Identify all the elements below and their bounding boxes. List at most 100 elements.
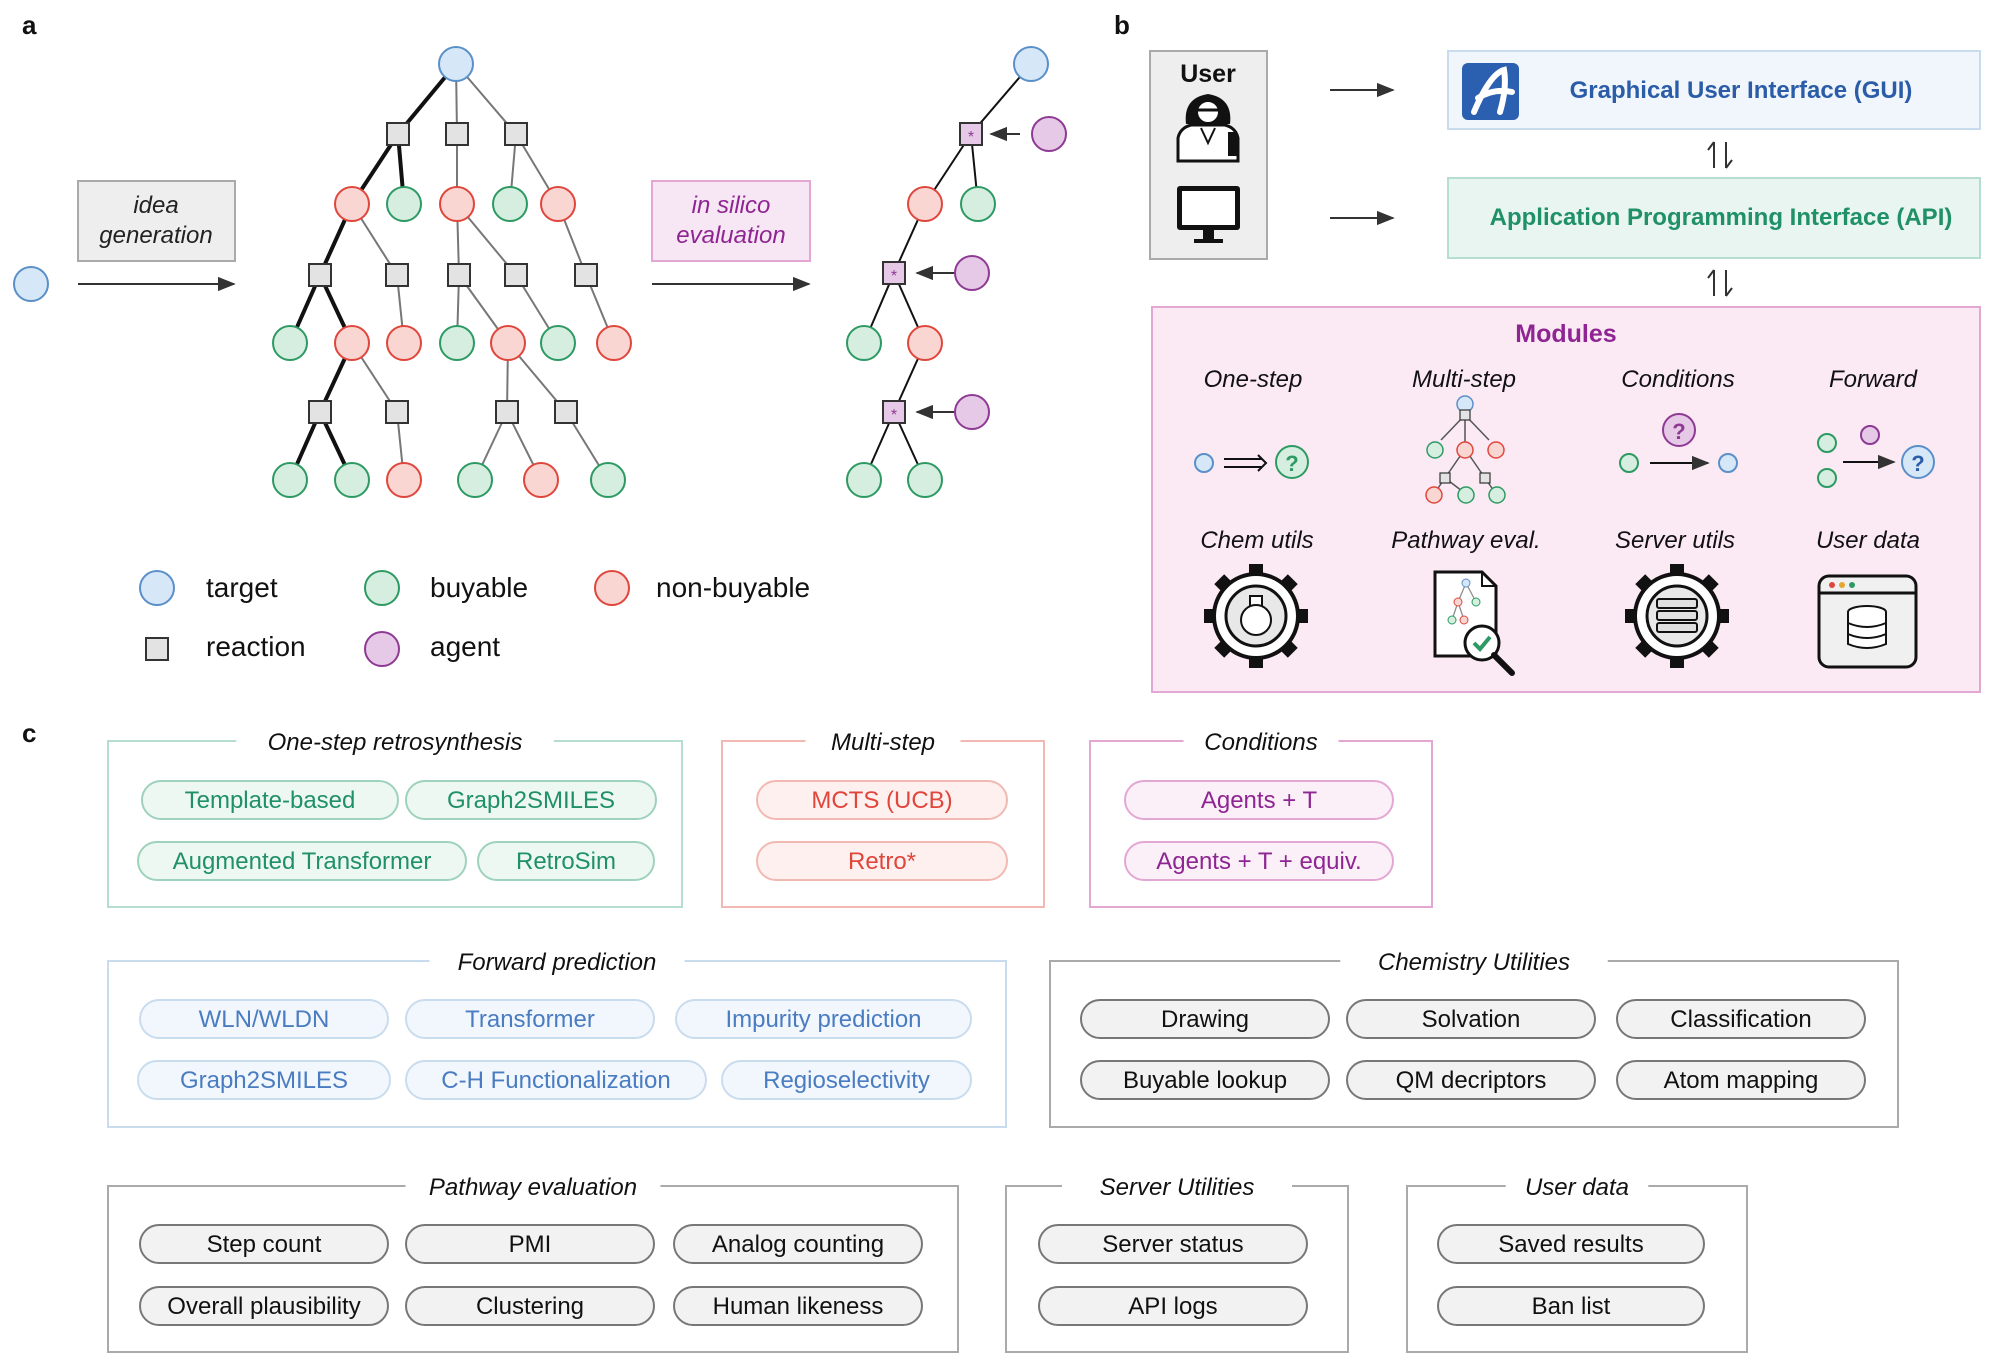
non-buyable-node xyxy=(386,462,422,498)
tool-pill: Saved results xyxy=(1437,1224,1705,1264)
reaction-node xyxy=(959,122,983,146)
reaction-node xyxy=(504,122,528,146)
tool-pill: Agents + T + equiv. xyxy=(1124,841,1394,881)
modules-title: Modules xyxy=(1515,320,1616,348)
svg-text:?: ? xyxy=(1285,451,1298,476)
tool-pill: Template-based xyxy=(141,780,399,820)
gui-label: Graphical User Interface (GUI) xyxy=(1570,77,1913,104)
reaction-node xyxy=(386,122,410,146)
reaction-node xyxy=(385,263,409,287)
tool-pill-shape xyxy=(756,780,1008,820)
module-pathway-eval-label: Pathway eval. xyxy=(1391,527,1540,554)
group-title: Server Utilities xyxy=(1100,1174,1255,1201)
tool-pill-label: Graph2SMILES xyxy=(447,787,615,814)
non-buyable-node xyxy=(907,186,943,222)
panel-b-label: b xyxy=(1114,10,1130,40)
forward-icon: ? xyxy=(1817,425,1935,488)
tool-pill: Augmented Transformer xyxy=(137,841,467,881)
tool-pill-shape xyxy=(1038,1224,1308,1264)
tool-pill: Overall plausibility xyxy=(139,1286,389,1326)
group-title-gap xyxy=(1340,945,1608,975)
input-target-node xyxy=(13,266,49,302)
tool-pill-label: Server status xyxy=(1102,1231,1243,1258)
group-title-gap xyxy=(405,1170,661,1200)
tool-pill-shape xyxy=(1346,999,1596,1039)
buyable-node xyxy=(272,325,308,361)
agent-marker: * xyxy=(891,407,897,424)
non-buyable-node xyxy=(540,186,576,222)
api-box: Application Programming Interface (API) xyxy=(1447,177,1981,259)
gui-box-frame xyxy=(1447,50,1981,130)
agent-node xyxy=(954,394,990,430)
buyable-node xyxy=(590,462,626,498)
reaction-node xyxy=(554,400,578,424)
group-title: Multi-step xyxy=(831,729,935,756)
idea-generation-line1: idea xyxy=(133,192,178,219)
tool-pill: Graph2SMILES xyxy=(137,1060,391,1100)
tool-pill-label: Impurity prediction xyxy=(725,1006,921,1033)
tool-pill-shape xyxy=(1124,780,1394,820)
reaction-node xyxy=(882,400,906,424)
group-title-gap xyxy=(236,725,554,755)
agent-node xyxy=(954,255,990,291)
in-silico-evaluation: in silico evaluation xyxy=(651,180,811,292)
document-magnifier-icon xyxy=(1433,570,1515,676)
logo-glyph xyxy=(1471,66,1515,115)
tool-pill-label: Retro* xyxy=(848,848,916,875)
buyable-node xyxy=(386,186,422,222)
group-title-gap xyxy=(1062,1170,1292,1200)
tool-pill-shape xyxy=(1437,1224,1705,1264)
tool-pill: Ban list xyxy=(1437,1286,1705,1326)
tool-pill-label: Drawing xyxy=(1161,1006,1249,1033)
non-buyable-node xyxy=(490,325,526,361)
reaction-node xyxy=(495,400,519,424)
tool-pill-shape xyxy=(1616,1060,1866,1100)
group-title-gap xyxy=(429,945,685,975)
idea-generation-box xyxy=(77,180,236,262)
group-title: Conditions xyxy=(1204,729,1317,756)
tool-pill: MCTS (UCB) xyxy=(756,780,1008,820)
group-title-gap xyxy=(1183,725,1339,755)
tool-pill-label: Human likeness xyxy=(713,1293,884,1320)
module-conditions-label: Conditions xyxy=(1621,366,1734,393)
tool-pill-label: Augmented Transformer xyxy=(173,848,432,875)
buyable-node xyxy=(846,325,882,361)
agent-node xyxy=(1031,116,1067,152)
agent-marker: * xyxy=(968,129,974,146)
svg-text:?: ? xyxy=(1672,419,1685,444)
api-label: Application Programming Interface (API) xyxy=(1490,204,1953,231)
buyable-node xyxy=(846,462,882,498)
buyable-node xyxy=(492,186,528,222)
buyable-node xyxy=(907,462,943,498)
group-title-gap xyxy=(1505,1170,1649,1200)
tool-pill: RetroSim xyxy=(477,841,655,881)
legend-non-buyable-swatch xyxy=(594,570,630,606)
buyable-node xyxy=(960,186,996,222)
gui-box: Graphical User Interface (GUI) xyxy=(1447,50,1981,130)
tool-pill: Clustering xyxy=(405,1286,655,1326)
tool-pill: Impurity prediction xyxy=(675,999,972,1039)
tool-pill: PMI xyxy=(405,1224,655,1264)
tool-pill-label: Clustering xyxy=(476,1293,584,1320)
tool-pill-shape xyxy=(139,999,389,1039)
legend-target-swatch xyxy=(139,570,175,606)
tool-pill-shape xyxy=(141,780,399,820)
flask-gear-icon xyxy=(1204,564,1308,668)
tool-pill-label: Overall plausibility xyxy=(167,1293,360,1320)
reaction-node xyxy=(308,263,332,287)
tool-pill-shape xyxy=(721,1060,972,1100)
group-frame xyxy=(107,1185,959,1353)
non-buyable-node xyxy=(334,186,370,222)
legend-buyable-label: buyable xyxy=(430,572,528,603)
group-frame xyxy=(107,960,1007,1128)
legend: target buyable non-buyable reaction agen… xyxy=(139,570,810,667)
module-user-data-label: User data xyxy=(1816,527,1920,554)
reaction-node xyxy=(447,263,471,287)
